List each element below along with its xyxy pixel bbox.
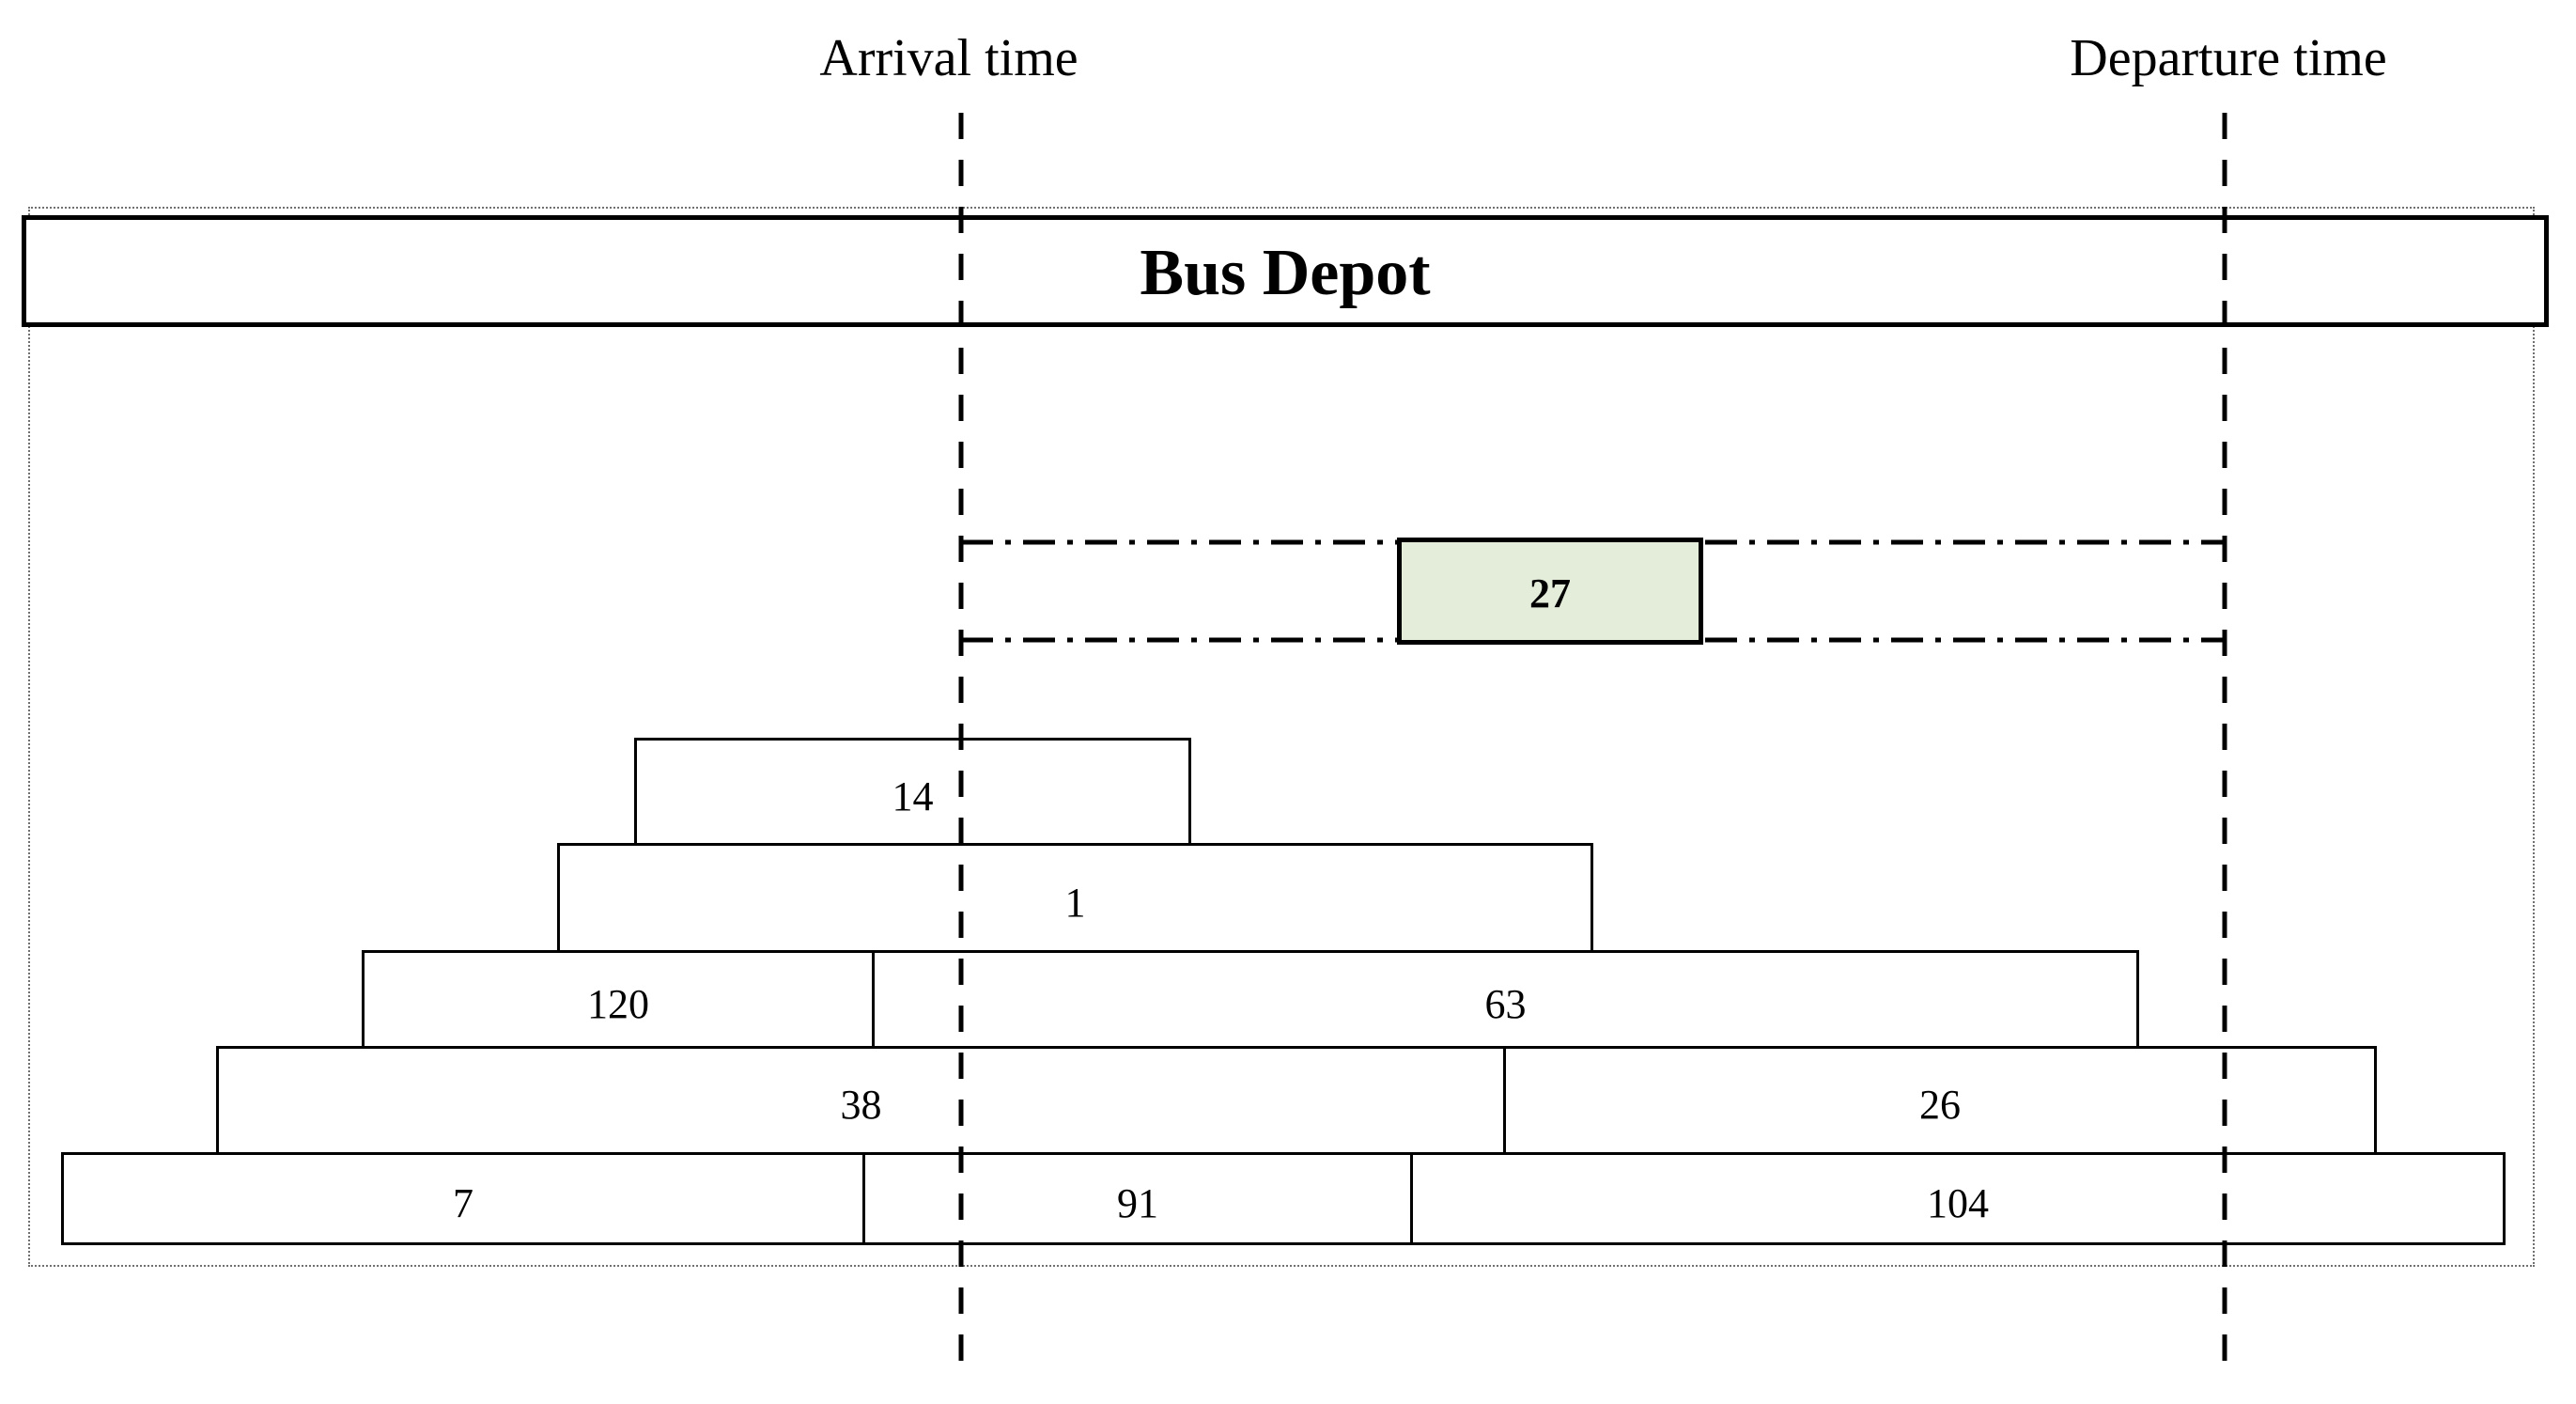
depot-block: 104 <box>1410 1152 2506 1245</box>
departure-time-label: Departure time <box>2070 29 2387 87</box>
highlighted-block: 27 <box>1397 538 1703 645</box>
arrival-time-label: Arrival time <box>819 29 1079 87</box>
depot-block: 7 <box>61 1152 865 1245</box>
block-value: 7 <box>453 1179 473 1226</box>
block-value: 26 <box>1919 1082 1961 1128</box>
depot-block: 14 <box>634 738 1191 846</box>
depot-block: 63 <box>872 950 2139 1049</box>
highlighted-block-value: 27 <box>1529 570 1571 616</box>
block-value: 104 <box>1927 1179 1989 1226</box>
depot-block: 38 <box>216 1046 1506 1155</box>
block-value: 63 <box>1484 980 1527 1027</box>
bus-depot-title: Bus Depot <box>1140 236 1431 309</box>
block-value: 91 <box>1117 1179 1158 1226</box>
block-value: 38 <box>840 1082 882 1128</box>
depot-block: 120 <box>362 950 875 1049</box>
depot-block: 26 <box>1503 1046 2377 1155</box>
block-value: 1 <box>1064 879 1086 926</box>
depot-block: 91 <box>862 1152 1413 1245</box>
depot-boundary-outline <box>28 207 2535 1267</box>
depot-block: 1 <box>557 843 1593 953</box>
block-value: 120 <box>587 980 649 1027</box>
block-value: 14 <box>892 772 934 819</box>
bus-depot-header-box: Bus Depot <box>22 215 2549 327</box>
